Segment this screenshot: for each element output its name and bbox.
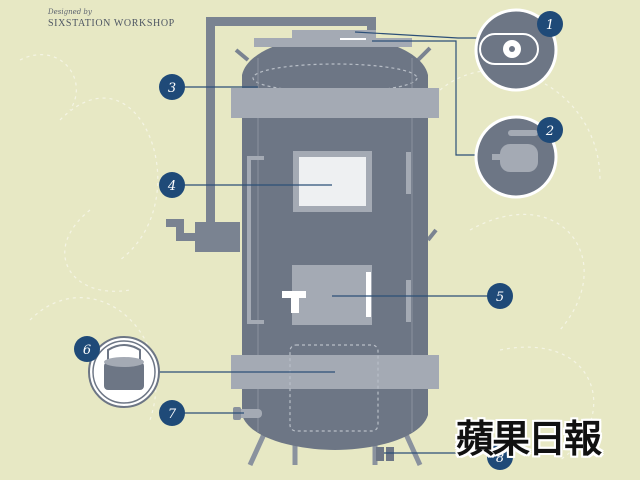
callout-1: 1	[537, 11, 563, 37]
callout-5-number: 5	[496, 290, 504, 305]
callout-6-number: 6	[83, 343, 91, 358]
credit-studio-name: SIXSTATION WORKSHOP	[48, 18, 175, 29]
publisher-watermark: 蘋果日報	[456, 417, 602, 461]
door-handle[interactable]	[247, 156, 264, 324]
callout-3: 3	[159, 74, 185, 100]
hinges	[406, 152, 411, 322]
hatch-latch[interactable]	[282, 291, 306, 313]
upper-band	[231, 88, 439, 118]
detail-circle-damper	[474, 8, 558, 92]
lid-plate	[254, 38, 412, 47]
callout-6: 6	[74, 336, 100, 362]
side-vents	[234, 46, 438, 242]
furnace-body	[242, 35, 428, 450]
callout-7: 7	[159, 400, 185, 426]
base-valve[interactable]	[376, 447, 394, 461]
top-plate	[292, 30, 376, 38]
leader-lines	[158, 31, 488, 454]
callout-3-number: 3	[168, 81, 176, 96]
background-pattern	[19, 54, 601, 461]
side-tank	[166, 219, 240, 252]
callout-1-number: 1	[546, 18, 554, 33]
detail-circle-pot	[88, 336, 160, 408]
callout-4-number: 4	[167, 179, 176, 194]
lower-chamber-outline	[289, 344, 379, 432]
drain-valve[interactable]	[233, 407, 262, 420]
callout-5: 5	[487, 283, 513, 309]
credit-designed-by: Designed by	[48, 8, 92, 16]
detail-circle-cylinder	[474, 115, 558, 199]
callout-8-number: 8	[496, 451, 504, 466]
callout-2-number: 2	[545, 124, 554, 139]
exhaust-pipe	[206, 17, 376, 242]
callout-7-number: 7	[168, 407, 177, 422]
callout-2: 2	[537, 117, 563, 143]
callout-4: 4	[159, 172, 185, 198]
callout-8: 8	[487, 444, 513, 470]
